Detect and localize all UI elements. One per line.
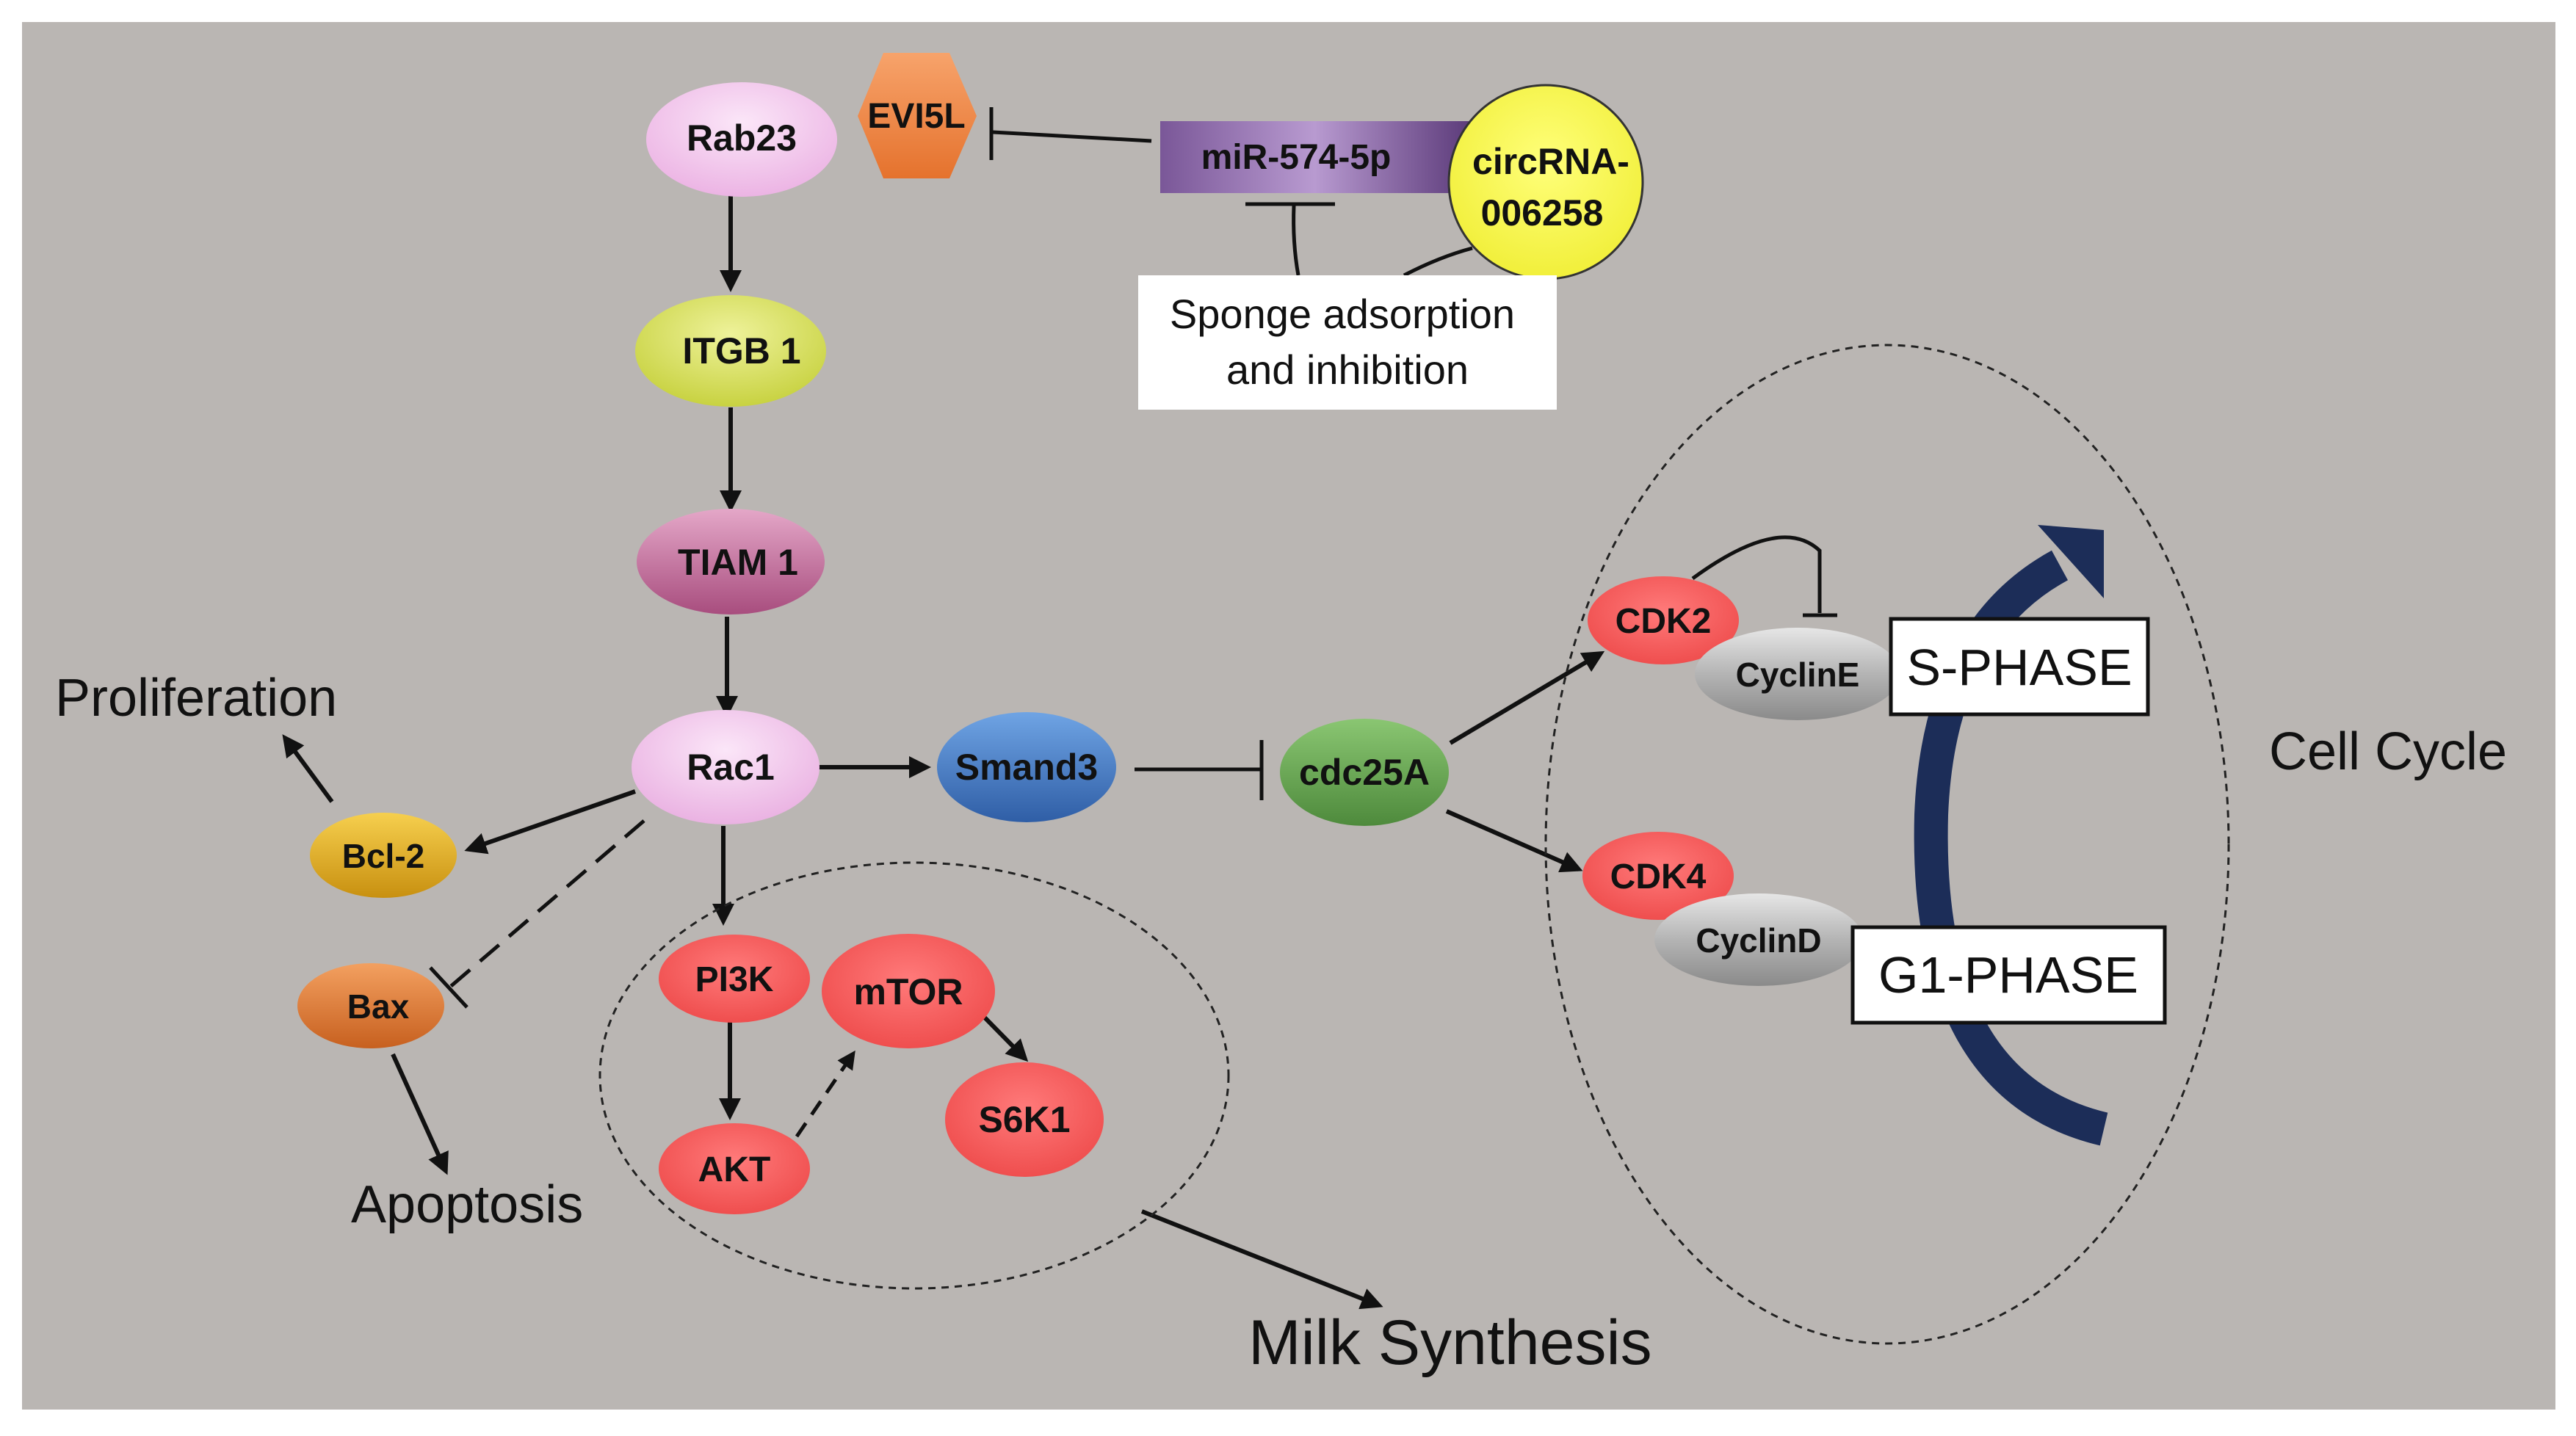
arrow-milk-synthesis — [1140, 1209, 1383, 1310]
cdk2-node — [1588, 576, 1739, 664]
inhibit-sponge-mir — [1292, 205, 1300, 276]
evi5l-node — [858, 53, 977, 178]
pi3k-node — [659, 935, 810, 1023]
itgb1-label: ITGB 1 — [682, 330, 800, 371]
s-phase-label: S-PHASE — [1906, 639, 2132, 696]
evi5l-label: EVI5L — [867, 97, 965, 136]
tiam1-label: TIAM 1 — [678, 542, 798, 583]
circrna-node — [1447, 84, 1644, 280]
cell-cycle-label: Cell Cycle — [2269, 722, 2507, 781]
cdk4-label: CDK4 — [1610, 857, 1707, 896]
rac1-node — [632, 710, 820, 824]
sponge-label-line2: and inhibition — [1226, 347, 1469, 393]
sponge-label-line1: Sponge adsorption — [1170, 291, 1515, 337]
arrow-akt-mtor — [795, 1050, 855, 1138]
milk-synthesis-label: Milk Synthesis — [1248, 1308, 1652, 1378]
g1-phase-label: G1-PHASE — [1878, 946, 2138, 1004]
cyclind-node — [1654, 893, 1863, 986]
inhibit-bar-bax — [429, 966, 468, 1009]
cycline-label: CyclinE — [1736, 656, 1860, 694]
cell-cycle-region — [1544, 344, 2230, 1345]
proliferation-label: Proliferation — [55, 669, 337, 728]
bcl2-node — [310, 813, 457, 898]
rac1-label: Rac1 — [687, 747, 775, 788]
smand3-node — [937, 712, 1116, 822]
cdk4-node — [1582, 832, 1734, 920]
akt-node — [659, 1123, 810, 1214]
mir-574-5p-node — [1160, 121, 1469, 193]
bcl2-label: Bcl-2 — [342, 837, 424, 875]
inhibit-rac1-bax — [448, 819, 645, 989]
arrow-rac1-bcl2 — [464, 789, 636, 855]
circrna-label-line1: circRNA- — [1472, 141, 1629, 182]
s6k1-label: S6K1 — [978, 1099, 1070, 1140]
cdc25a-label: cdc25A — [1299, 752, 1430, 793]
inhibit-mir-evi5l — [992, 130, 1152, 143]
inhibit-cdk2-cycline — [1691, 535, 1822, 613]
cyclind-label: CyclinD — [1696, 921, 1821, 960]
bax-node — [297, 963, 444, 1048]
s-phase-box — [1889, 617, 2150, 717]
s6k1-node — [945, 1062, 1104, 1177]
tiam1-node — [637, 509, 825, 614]
sponge-adsorption-box — [1138, 275, 1557, 410]
apoptosis-label: Apoptosis — [351, 1175, 583, 1234]
cdk2-label: CDK2 — [1616, 602, 1712, 641]
arrow-bcl2-proliferation — [282, 734, 334, 803]
rab23-node — [646, 82, 837, 197]
rab23-label: Rab23 — [687, 117, 797, 159]
circrna-label-line2: 006258 — [1481, 192, 1604, 233]
itgb1-node — [635, 295, 826, 407]
connector-circ-sponge — [1403, 246, 1473, 278]
cdc25a-node — [1280, 719, 1449, 826]
arrow-cdc25a-cdk4 — [1445, 809, 1583, 873]
cycline-node — [1695, 628, 1900, 720]
smand3-label: Smand3 — [955, 747, 1099, 788]
milk-synthesis-region — [598, 861, 1230, 1290]
arrow-mtor-s6k1 — [982, 1015, 1029, 1062]
g1-phase-box — [1850, 925, 2167, 1025]
mtor-node — [822, 934, 995, 1048]
pi3k-label: PI3K — [695, 960, 774, 999]
arrow-cdc25a-cdk2 — [1449, 650, 1605, 745]
akt-label: AKT — [698, 1150, 771, 1189]
cell-cycle-arrowhead — [2038, 525, 2104, 598]
arrow-bax-apoptosis — [391, 1053, 449, 1175]
mir-574-5p-label: miR-574-5p — [1201, 138, 1392, 177]
bax-label: Bax — [347, 987, 410, 1026]
mtor-label: mTOR — [853, 971, 963, 1012]
